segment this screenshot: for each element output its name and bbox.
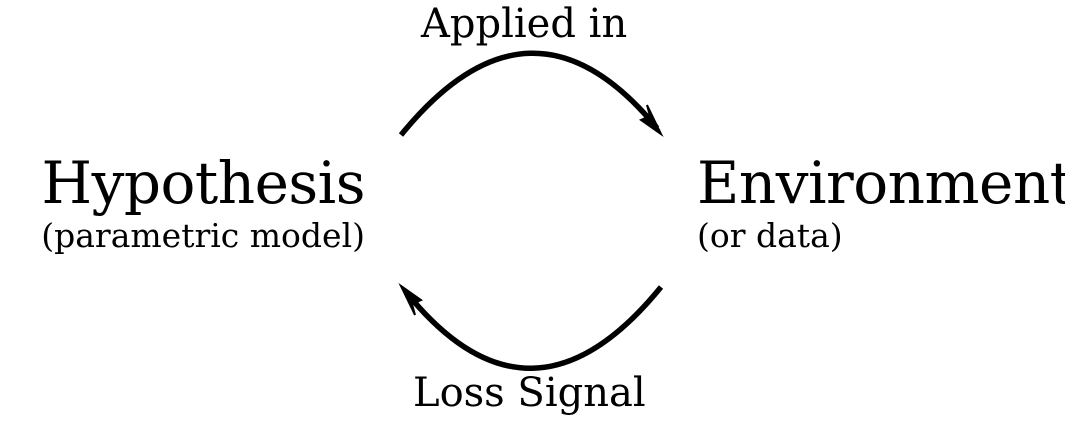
hypothesis-title: Hypothesis — [41, 149, 366, 217]
environment-node: Environment (or data) — [697, 149, 1065, 255]
environment-title: Environment — [697, 149, 1065, 217]
bottom-arrowhead — [398, 282, 424, 316]
bottom-arrow-label: Loss Signal — [413, 370, 646, 416]
environment-subtitle: (or data) — [697, 215, 843, 255]
top-arrowhead — [638, 104, 664, 138]
top-arrow-label: Applied in — [421, 1, 628, 47]
hypothesis-subtitle: (parametric model) — [41, 215, 365, 255]
top-arc — [398, 50, 660, 137]
hypothesis-node: Hypothesis (parametric model) — [41, 149, 366, 255]
bottom-arc — [403, 285, 664, 371]
